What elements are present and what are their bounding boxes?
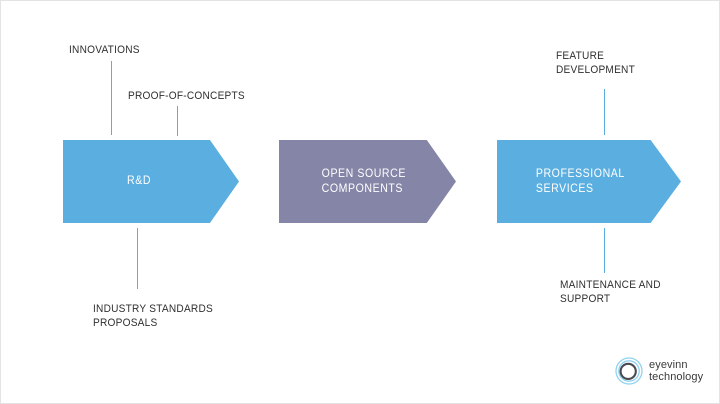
connector-industry-standards xyxy=(137,228,138,289)
annotation-maintenance-and-support: MAINTENANCE AND SUPPORT xyxy=(560,279,661,305)
concentric-rings-icon xyxy=(615,357,643,385)
stage-arrow-rd[interactable]: R&D xyxy=(63,140,239,223)
stage-label-open-source-components: OPEN SOURCE COMPONENTS xyxy=(321,167,406,195)
annotation-proof-of-concepts: PROOF-OF-CONCEPTS xyxy=(128,90,245,102)
connector-feature-development xyxy=(604,89,605,135)
connector-innovations xyxy=(111,61,112,135)
stage-arrow-open-source-components[interactable]: OPEN SOURCE COMPONENTS xyxy=(279,140,456,223)
logo-text: eyevinn technology xyxy=(649,358,704,384)
stage-label-rd: R&D xyxy=(127,175,152,187)
annotation-industry-standards-proposals: INDUSTRY STANDARDS PROPOSALS xyxy=(93,303,213,329)
connector-proof-of-concepts xyxy=(177,106,178,136)
stage-arrow-professional-services[interactable]: PROFESSIONAL SERVICES xyxy=(497,140,681,223)
annotation-feature-development: FEATURE DEVELOPMENT xyxy=(556,50,636,76)
logo: eyevinn technology xyxy=(615,357,703,385)
connector-maintenance-and-support xyxy=(604,228,605,273)
annotation-innovations: INNOVATIONS xyxy=(69,44,140,56)
stage-label-professional-services: PROFESSIONAL SERVICES xyxy=(535,167,625,195)
